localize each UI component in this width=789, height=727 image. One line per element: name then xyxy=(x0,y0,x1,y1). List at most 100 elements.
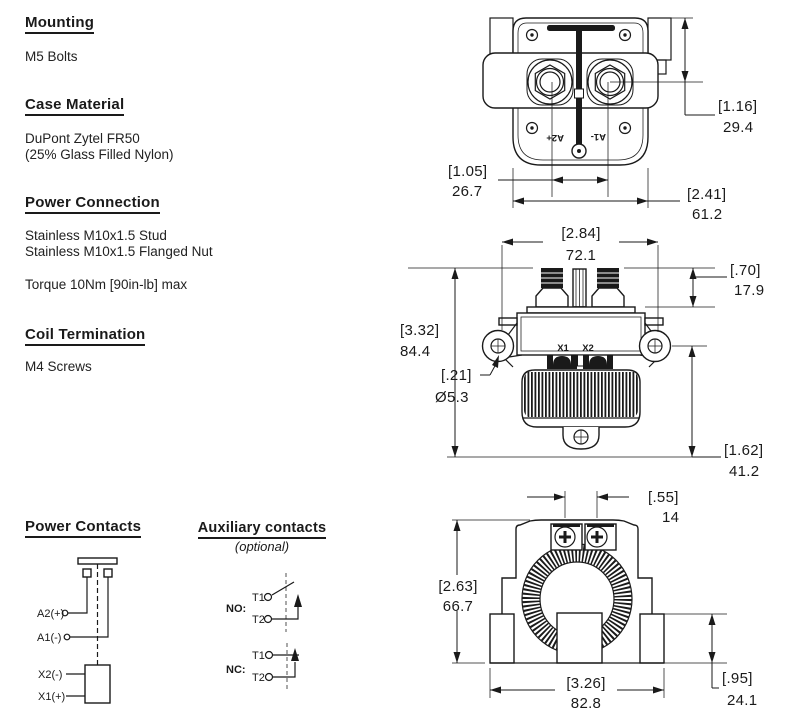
no-t1-label: T1 xyxy=(252,592,265,604)
no-t2-wire xyxy=(272,607,299,620)
dim-stud-height: [.70] 17.9 xyxy=(689,262,764,307)
dim-front-width: [2.84] 72.1 xyxy=(502,225,658,264)
nc-t1-label: T1 xyxy=(252,650,265,662)
dim-side-width: [3.26] 82.8 xyxy=(490,675,664,712)
aux-contacts-schematic: NO: T1 T2 NC: T1 T2 xyxy=(226,573,302,690)
foot-right xyxy=(639,613,665,664)
front-stud-right xyxy=(591,268,625,308)
case-material-line1: DuPont Zytel FR50 xyxy=(25,131,140,146)
top-view-drawing: A2+ A1- [1.16] 29.4 [1.05] 26.7 xyxy=(448,17,757,223)
front-view-drawing: X1 X2 xyxy=(400,225,764,480)
dim-front-height: [3.32] 84.4 xyxy=(400,268,459,457)
mounting-ear-right xyxy=(638,322,672,368)
section-case-material-heading: Case Material xyxy=(25,96,125,116)
actuator-rod xyxy=(576,25,582,144)
dim-top-height: [1.16] 29.4 xyxy=(681,18,757,136)
dim-side-height: [2.63] 66.7 xyxy=(438,520,477,663)
front-body xyxy=(516,312,646,356)
a1-wire xyxy=(70,577,109,638)
case-material-line2: (25% Glass Filled Nylon) xyxy=(25,147,174,162)
no-t2-terminal xyxy=(263,614,273,624)
aux-contacts-heading-block: Auxiliary contacts (optional) xyxy=(196,519,328,554)
x1-label: X1(+) xyxy=(38,691,65,703)
bottom-mount-tab xyxy=(562,427,600,450)
no-arrow-icon xyxy=(294,594,302,607)
nc-t2-label: T2 xyxy=(252,672,265,684)
dim-screw-spacing: [.55] 14 xyxy=(527,489,679,526)
coil-termination-line: M4 Screws xyxy=(25,359,92,374)
section-power-connection-heading: Power Connection xyxy=(25,194,160,214)
svg-text:14: 14 xyxy=(662,509,679,526)
svg-text:[1.16]: [1.16] xyxy=(718,98,757,115)
no-switch-blade xyxy=(271,581,295,596)
a1-terminal xyxy=(63,633,71,641)
flange-plate xyxy=(526,306,636,314)
coil-box xyxy=(84,664,111,704)
a1-label: A1(-) xyxy=(37,632,61,644)
section-coil-termination-heading: Coil Termination xyxy=(25,326,146,346)
stud-a2 xyxy=(526,58,574,106)
a2-label: A2(+) xyxy=(37,608,64,620)
foot-left xyxy=(489,613,515,664)
x1-terminal-label: X1 xyxy=(557,343,569,354)
coil-drum xyxy=(521,369,641,428)
dim-foot-height: [.95] 24.1 xyxy=(708,614,757,709)
dim-lower-height: [1.62] 41.2 xyxy=(688,346,763,480)
svg-text:[3.32]: [3.32] xyxy=(400,322,439,339)
svg-text:[.21]: [.21] xyxy=(441,367,472,384)
a2-wire xyxy=(68,577,88,614)
svg-text:72.1: 72.1 xyxy=(566,247,596,264)
side-pin-right xyxy=(644,317,664,326)
top-a2-label: A2+ xyxy=(546,132,564,143)
top-a1-label: A1- xyxy=(591,131,606,142)
side-pin-left xyxy=(498,317,518,326)
x2-terminal-label: X2 xyxy=(582,343,594,354)
x2-label: X2(-) xyxy=(38,669,62,681)
nc-t1-terminal xyxy=(264,650,274,660)
front-stud-left xyxy=(535,268,569,308)
a2-terminal xyxy=(61,609,69,617)
svg-text:84.4: 84.4 xyxy=(400,343,430,360)
svg-text:17.9: 17.9 xyxy=(734,282,764,299)
no-t1-terminal xyxy=(263,592,273,602)
svg-text:Ø5.3: Ø5.3 xyxy=(435,389,469,406)
center-block xyxy=(556,612,603,664)
svg-text:[3.26]: [3.26] xyxy=(566,675,605,692)
power-contacts-schematic: A2(+) A1(-) X2(-) X1(+) xyxy=(37,557,118,704)
nc-label: NC: xyxy=(226,664,246,676)
no-label: NO: xyxy=(226,603,246,615)
contact-bar xyxy=(77,557,118,565)
svg-text:[1.62]: [1.62] xyxy=(724,442,763,459)
contact-right xyxy=(103,568,113,578)
nc-t2-terminal xyxy=(264,672,274,682)
no-t2-label: T2 xyxy=(252,614,265,626)
svg-text:[.70]: [.70] xyxy=(730,262,761,279)
dim-stud-spacing: [1.05] 26.7 xyxy=(448,163,608,200)
coil-screw-terminals xyxy=(550,523,617,551)
svg-text:[2.84]: [2.84] xyxy=(561,225,600,242)
aux-contacts-subheading: (optional) xyxy=(234,539,290,554)
nc-arrow-icon xyxy=(291,648,299,661)
svg-text:24.1: 24.1 xyxy=(727,692,757,709)
power-connection-line3: Torque 10Nm [90in-lb] max xyxy=(25,277,188,292)
svg-text:61.2: 61.2 xyxy=(692,206,722,223)
svg-text:[.95]: [.95] xyxy=(722,670,753,687)
dim-top-width: [2.41] 61.2 xyxy=(513,186,726,223)
svg-text:26.7: 26.7 xyxy=(452,183,482,200)
svg-text:41.2: 41.2 xyxy=(729,463,759,480)
section-mounting-heading: Mounting xyxy=(25,14,95,34)
svg-text:29.4: 29.4 xyxy=(723,119,753,136)
dim-mount-hole: [.21] Ø5.3 xyxy=(435,355,499,406)
aux-contacts-heading: Auxiliary contacts xyxy=(197,520,327,539)
side-view-drawing: [.55] 14 [2.63] 66.7 [3.26] 82.8 [.95] 2… xyxy=(438,489,757,712)
svg-text:66.7: 66.7 xyxy=(443,598,473,615)
mounting-line: M5 Bolts xyxy=(25,49,78,64)
power-connection-line2: Stainless M10x1.5 Flanged Nut xyxy=(25,244,213,259)
svg-text:[.55]: [.55] xyxy=(648,489,679,506)
power-connection-line1: Stainless M10x1.5 Stud xyxy=(25,228,167,243)
svg-text:[2.41]: [2.41] xyxy=(687,186,726,203)
nc-t2-wire xyxy=(273,662,296,678)
svg-text:82.8: 82.8 xyxy=(571,695,601,712)
coil-terminals xyxy=(547,354,613,369)
